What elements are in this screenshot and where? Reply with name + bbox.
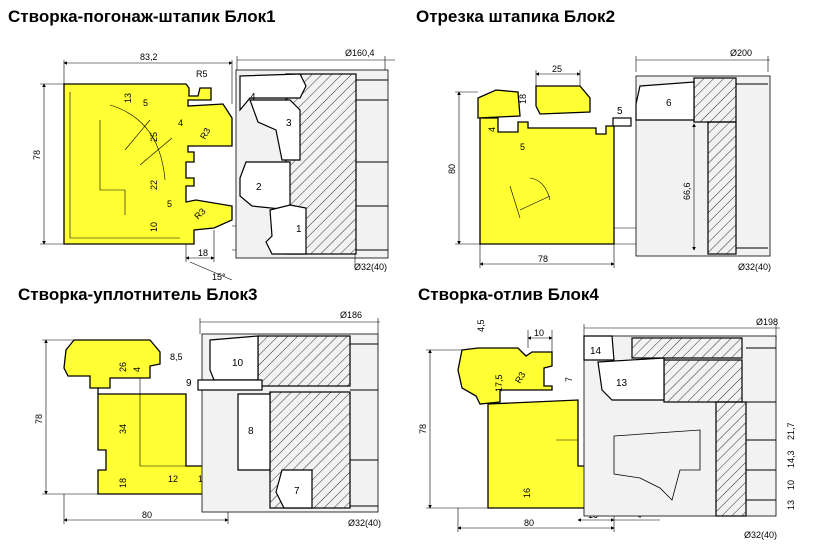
block4-part-13: 13 xyxy=(616,378,628,389)
block3-knife-7 xyxy=(275,469,313,509)
block4-knife-14 xyxy=(583,335,615,361)
block3-dim-18a: 18 xyxy=(118,478,128,488)
block2-dim-height: 80 xyxy=(447,164,457,174)
block4-part-14: 14 xyxy=(590,346,602,357)
block3-knife-8 xyxy=(237,393,271,471)
block3-part-7: 7 xyxy=(294,486,300,497)
block1-part-2: 2 xyxy=(256,182,262,193)
block4-bore: Ø32(40) xyxy=(744,530,777,540)
block1-knife-3 xyxy=(249,99,301,161)
block2-bore: Ø32(40) xyxy=(738,262,771,272)
block3-dim-34: 34 xyxy=(118,424,128,434)
block1-dim-22: 22 xyxy=(149,180,159,190)
block3-dim-width: 80 xyxy=(142,510,152,520)
block1: Створка-погонаж-штапик Блок1 83,2 78 R5 … xyxy=(8,7,395,282)
block4-dim-143: 14,3 xyxy=(786,450,796,468)
block3-cutter-top xyxy=(257,335,351,387)
block4-title: Створка-отлив Блок4 xyxy=(418,285,599,304)
block4-dim-16: 16 xyxy=(522,488,532,498)
block2-strip xyxy=(477,89,521,119)
block2-dim-25: 25 xyxy=(552,64,562,74)
block1-knife-2 xyxy=(239,161,291,211)
block3-part-10: 10 xyxy=(232,358,244,369)
block1-knife-4 xyxy=(239,73,307,112)
block1-profile xyxy=(63,83,233,245)
block2-dim-width: 78 xyxy=(538,254,548,264)
block4-dim-10b: 10 xyxy=(786,480,796,490)
block1-dim-5b: 5 xyxy=(167,199,172,209)
block4-dim-217: 21,7 xyxy=(786,422,796,440)
block1-dim-r3a: R3 xyxy=(198,126,212,141)
block1-dim-height: 78 xyxy=(32,150,42,160)
block1-dim-5a: 5 xyxy=(143,98,148,108)
block4-dim-width: 80 xyxy=(524,518,534,528)
block4-cutter-mid xyxy=(663,359,743,403)
block1-part-4: 4 xyxy=(250,92,256,103)
block1-bore: Ø32(40) xyxy=(354,262,387,272)
block3-knife-9 xyxy=(197,379,263,391)
block2-dim-4: 4 xyxy=(487,127,497,132)
block1-dim-4a: 4 xyxy=(178,118,183,128)
block1-dim-18: 18 xyxy=(198,248,208,258)
block4-cutter-shaft xyxy=(715,401,747,517)
block1-dim-13: 13 xyxy=(123,93,133,103)
block4-cutter-top xyxy=(631,337,743,359)
block2-part-5: 5 xyxy=(617,106,623,117)
block2-diameter: Ø200 xyxy=(730,48,752,58)
block2-strip-piece xyxy=(535,85,591,115)
block3-part-8: 8 xyxy=(248,426,254,437)
block3-title: Створка-уплотнитель Блок3 xyxy=(18,285,257,304)
block2-title: Отрезка штапика Блок2 xyxy=(416,7,615,26)
block2-dim-666: 66,6 xyxy=(682,182,692,200)
block2: Отрезка штапика Блок2 25 18 4 5 80 78 4 … xyxy=(416,7,771,272)
block4-knife-lower xyxy=(613,429,701,501)
block2-knife-6 xyxy=(635,81,695,121)
block3-bore: Ø32(40) xyxy=(348,518,381,528)
block2-profile xyxy=(479,117,615,245)
block1-knife-1 xyxy=(265,204,307,255)
block3: Створка-уплотнитель Блок3 78 80 26 4 8,5… xyxy=(18,285,381,528)
block2-dim-5a: 5 xyxy=(520,142,525,152)
block4-dim-13: 13 xyxy=(786,500,796,510)
block2-cutter-top xyxy=(693,77,737,123)
block2-part-6: 6 xyxy=(666,98,672,109)
block4-dim-height: 78 xyxy=(418,424,428,434)
block3-diameter: Ø186 xyxy=(340,310,362,320)
block1-dim-10: 10 xyxy=(149,222,159,232)
block1-dim-25: 25 xyxy=(149,132,159,142)
block1-dim-r5: R5 xyxy=(196,69,208,79)
block1-title: Створка-погонаж-штапик Блок1 xyxy=(8,7,276,26)
block3-dim-4: 4 xyxy=(132,367,142,372)
block4-dim-r3: R3 xyxy=(513,370,527,385)
block3-dim-85: 8,5 xyxy=(170,352,183,362)
block4-dim-175: 17,5 xyxy=(494,374,504,392)
block4: Створка-отлив Блок4 78 4,5 10 17,5 R3 7 … xyxy=(418,285,796,540)
block4-profile xyxy=(457,347,553,405)
block4-knife-13 xyxy=(597,357,665,401)
block4-dim-45: 4,5 xyxy=(476,319,486,332)
block1-dim-angle: 15° xyxy=(212,272,226,282)
block4-dim-10: 10 xyxy=(534,328,544,338)
block1-dim-width: 83,2 xyxy=(140,52,158,62)
block2-cutter-shaft xyxy=(707,121,737,255)
block1-part-3: 3 xyxy=(286,118,292,129)
block1-part-1: 1 xyxy=(296,224,302,235)
block3-dim-height: 78 xyxy=(34,414,44,424)
block2-knife-5 xyxy=(612,117,632,127)
block3-dim-26: 26 xyxy=(118,362,128,372)
block2-dim-18: 18 xyxy=(518,94,528,104)
block4-dim-7: 7 xyxy=(564,377,574,382)
block1-diameter: Ø160,4 xyxy=(345,48,375,58)
block3-dim-12: 12 xyxy=(168,474,178,484)
block4-diameter: Ø198 xyxy=(756,317,778,327)
block3-part-9: 9 xyxy=(186,378,192,389)
